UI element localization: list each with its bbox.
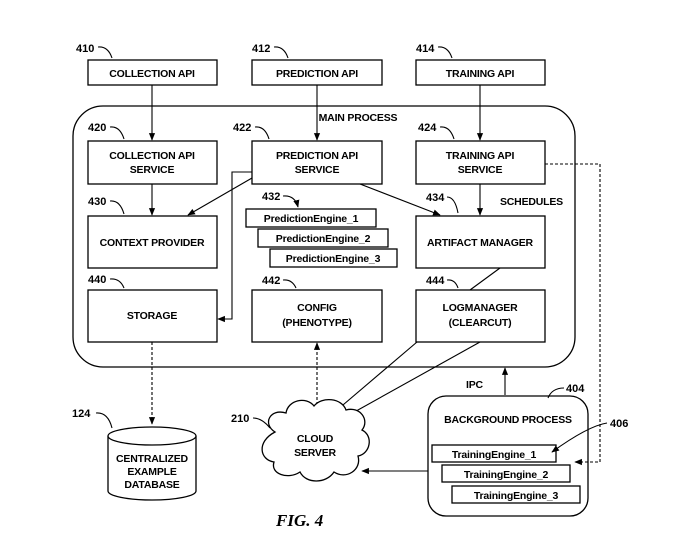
collection-service-ref-leader: [109, 126, 125, 140]
config-line2: (PHENOTYPE): [282, 317, 352, 329]
collection-service-line1: COLLECTION API: [109, 150, 195, 162]
figure-label: FIG. 4: [275, 511, 323, 530]
cloud-server-line2: SERVER: [294, 447, 336, 459]
training-engine-1-box: [431, 444, 557, 463]
cloud-server-shape: [261, 399, 370, 482]
prediction-service-line1: PREDICTION API: [276, 150, 358, 162]
logmanager-box: [415, 289, 546, 343]
background-process-label: BACKGROUND PROCESS: [444, 414, 572, 426]
config-ref: 442: [262, 275, 280, 287]
prediction-engines-ref-leader: [282, 195, 300, 208]
database-line3: DATABASE: [124, 479, 179, 491]
background-process-ref: 404: [566, 383, 585, 395]
training-service-box: [415, 140, 546, 185]
prediction-engine-1-box: [245, 208, 377, 228]
prediction-service-ref-leader: [254, 126, 270, 140]
prediction-engine-3-box: [269, 248, 398, 268]
training-api-ref: 414: [416, 43, 435, 55]
cloud-server-line1: CLOUD: [297, 433, 334, 445]
artifact-to-logmanager-line: [469, 267, 501, 291]
collection-service-line2: SERVICE: [130, 164, 175, 176]
logmanager-ref-leader: [446, 279, 459, 289]
background-process-ref-leader: [547, 387, 565, 399]
context-provider-label: CONTEXT PROVIDER: [100, 237, 205, 249]
training-engine-2-box: [441, 464, 571, 483]
artifact-manager-ref: 434: [426, 192, 445, 204]
cloud-server-ref-leader: [252, 417, 271, 429]
config-ref-leader: [282, 279, 297, 289]
collection-api-label: COLLECTION API: [109, 68, 195, 80]
logmanager-line1: LOGMANAGER: [443, 302, 519, 314]
training-api-box: [415, 59, 546, 86]
training-api-label: TRAINING API: [446, 68, 515, 80]
prediction-api-ref-leader: [273, 46, 289, 59]
training-engines-ref-leader: [551, 422, 608, 453]
database-line2: EXAMPLE: [127, 466, 177, 478]
prediction-api-label: PREDICTION API: [276, 68, 358, 80]
context-provider-box: [87, 215, 218, 269]
database-ref: 124: [72, 408, 91, 420]
config-line1: CONFIG: [297, 302, 337, 314]
artifact-manager-ref-leader: [446, 196, 459, 214]
main-process-container: [72, 105, 576, 368]
prediction-to-context-arrow: [187, 177, 253, 216]
artifact-manager-label: ARTIFACT MANAGER: [427, 237, 533, 249]
collection-api-ref-leader: [97, 46, 113, 59]
training-service-line2: SERVICE: [458, 164, 503, 176]
context-provider-ref-leader: [109, 200, 125, 215]
prediction-to-artifact-arrow: [359, 183, 441, 216]
centralized-example-database: [107, 426, 197, 501]
storage-box: [87, 289, 218, 343]
prediction-api-ref: 412: [252, 43, 270, 55]
config-box: [251, 289, 383, 343]
artifact-manager-box: [415, 215, 546, 269]
storage-ref-leader: [109, 278, 125, 289]
main-process-label: MAIN PROCESS: [319, 112, 398, 124]
prediction-engine-2-label: PredictionEngine_2: [276, 233, 371, 245]
training-engine-3-label: TrainingEngine_3: [474, 490, 559, 502]
ipc-label: IPC: [466, 379, 484, 391]
prediction-to-storage-arrow: [217, 171, 252, 323]
prediction-engines-ref: 432: [262, 191, 280, 203]
background-process-container: [427, 395, 589, 517]
prediction-service-ref: 422: [233, 122, 251, 134]
logmanager-ref: 444: [426, 275, 445, 287]
context-provider-ref: 430: [88, 196, 106, 208]
training-engine-2-label: TrainingEngine_2: [464, 469, 549, 481]
training-service-line1: TRAINING API: [446, 150, 515, 162]
collection-service-ref: 420: [88, 122, 106, 134]
training-api-ref-leader: [437, 46, 453, 59]
collection-service-box: [87, 140, 218, 185]
storage-ref: 440: [88, 274, 106, 286]
training-service-ref: 424: [418, 122, 437, 134]
training-service-ref-leader: [439, 126, 455, 140]
database-ref-leader: [95, 412, 113, 429]
logmanager-to-cloud-arrow-1: [329, 341, 418, 417]
training-engine-1-label: TrainingEngine_1: [452, 449, 537, 461]
storage-label: STORAGE: [127, 310, 178, 322]
prediction-engine-3-label: PredictionEngine_3: [286, 253, 381, 265]
database-line1: CENTRALIZED: [116, 453, 188, 465]
prediction-service-line2: SERVICE: [295, 164, 340, 176]
prediction-service-box: [251, 140, 383, 185]
logmanager-line2: (CLEARCUT): [449, 317, 512, 329]
training-engines-ref: 406: [610, 418, 628, 430]
schedules-label: SCHEDULES: [500, 196, 563, 208]
logmanager-to-cloud-arrow-2: [339, 341, 481, 421]
prediction-engine-1-label: PredictionEngine_1: [264, 213, 359, 225]
collection-api-ref: 410: [76, 43, 94, 55]
training-engine-3-box: [451, 485, 581, 504]
prediction-engine-2-box: [257, 228, 389, 248]
cloud-server-ref: 210: [231, 413, 249, 425]
